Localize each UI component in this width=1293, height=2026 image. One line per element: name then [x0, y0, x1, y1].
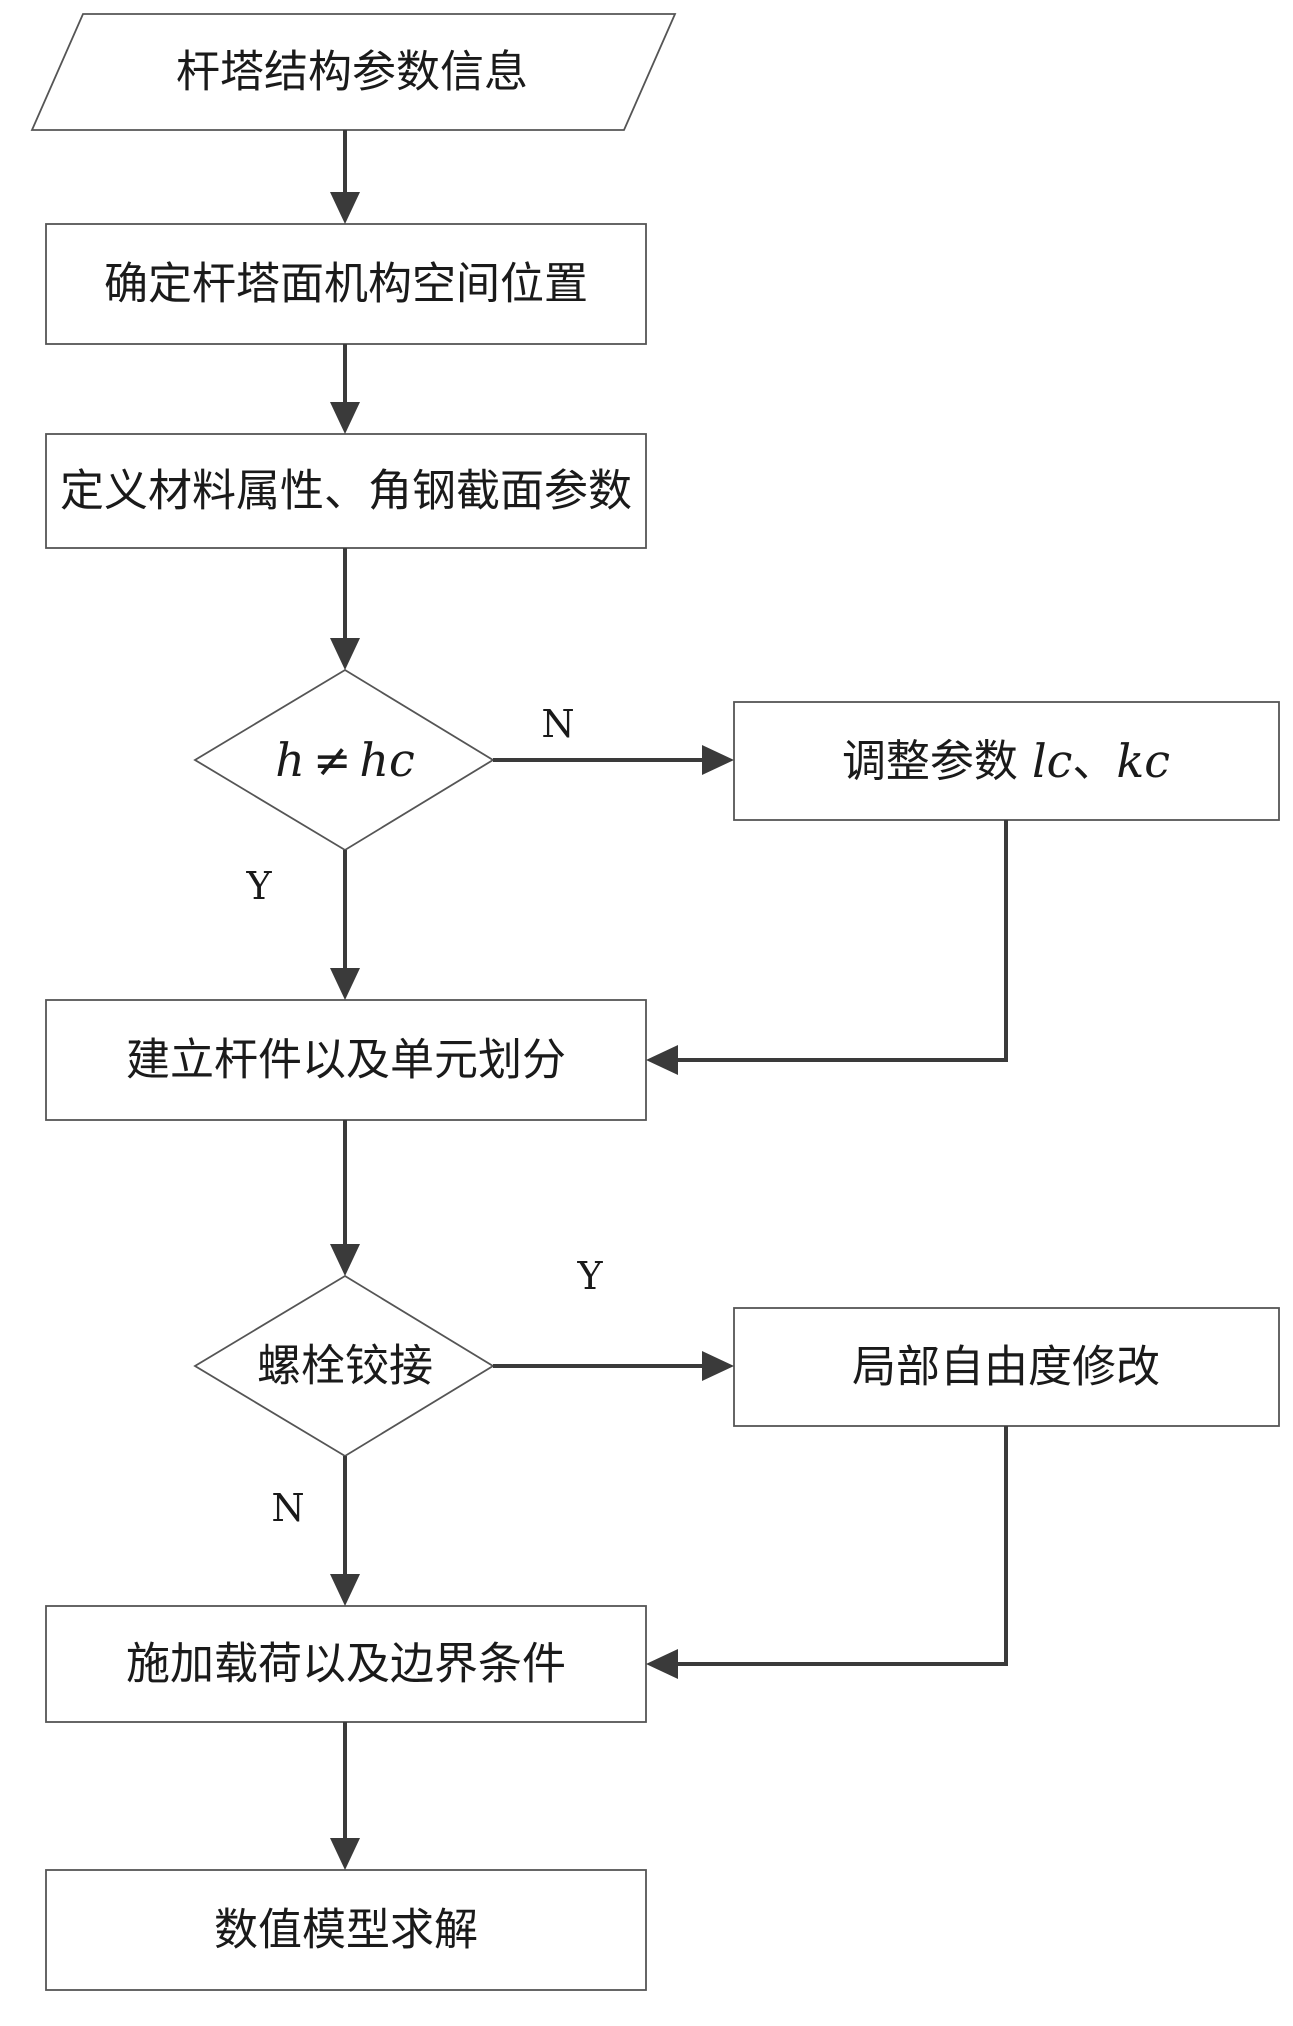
height-check-label: h≠hc: [275, 733, 415, 787]
bolt-check-yes-label: Y: [576, 1254, 603, 1298]
solve-node: 数值模型求解: [45, 1869, 647, 1991]
height-check-operator: ≠: [313, 733, 352, 787]
height-check-decision-node: h≠hc: [193, 668, 495, 852]
edge-position-to-material: [330, 344, 360, 434]
input-parameters-node: 杆塔结构参数信息: [30, 13, 677, 131]
edge-material-to-height-check: [330, 548, 360, 670]
edge-height-check-no: [493, 745, 734, 775]
determine-position-node: 确定杆塔面机构空间位置: [45, 223, 647, 345]
edge-height-check-yes: [330, 850, 360, 1000]
edge-dof-to-loads: [646, 1426, 1008, 1679]
build-members-node: 建立杆件以及单元划分: [45, 999, 647, 1121]
adjust-parameters-prefix: 调整参数: [842, 736, 1032, 787]
local-dof-label: 局部自由度修改: [852, 1342, 1160, 1393]
apply-loads-label: 施加载荷以及边界条件: [126, 1639, 566, 1690]
define-material-node: 定义材料属性、角钢截面参数: [45, 433, 647, 549]
build-members-label: 建立杆件以及单元划分: [126, 1035, 566, 1086]
bolt-hinge-decision-node: 螺栓铰接: [193, 1274, 495, 1458]
apply-loads-node: 施加载荷以及边界条件: [45, 1605, 647, 1723]
adjust-parameters-lc: lc: [1032, 734, 1072, 788]
edge-build-to-bolt-check: [330, 1120, 360, 1276]
height-check-left: h: [275, 733, 305, 787]
adjust-parameters-label: 调整参数 lc、kc: [842, 734, 1170, 788]
bolt-hinge-label: 螺栓铰接: [257, 1341, 433, 1392]
edge-input-to-position: [330, 130, 360, 224]
define-material-label: 定义材料属性、角钢截面参数: [60, 466, 632, 517]
edge-adjust-to-build: [646, 820, 1008, 1075]
height-check-yes-label: Y: [245, 864, 272, 908]
height-check-no-label: N: [541, 702, 574, 746]
input-parameters-label: 杆塔结构参数信息: [176, 47, 528, 98]
adjust-parameters-node: 调整参数 lc、kc: [733, 701, 1280, 821]
edge-bolt-check-no: [330, 1456, 360, 1606]
bolt-check-no-label: N: [271, 1486, 304, 1530]
height-check-right: hc: [359, 733, 414, 787]
adjust-parameters-separator: 、: [1072, 736, 1116, 787]
local-dof-node: 局部自由度修改: [733, 1307, 1280, 1427]
edge-loads-to-solve: [330, 1722, 360, 1870]
adjust-parameters-kc: kc: [1116, 734, 1170, 788]
edge-bolt-check-yes: [493, 1351, 734, 1381]
determine-position-label: 确定杆塔面机构空间位置: [104, 259, 588, 310]
solve-label: 数值模型求解: [214, 1905, 478, 1956]
